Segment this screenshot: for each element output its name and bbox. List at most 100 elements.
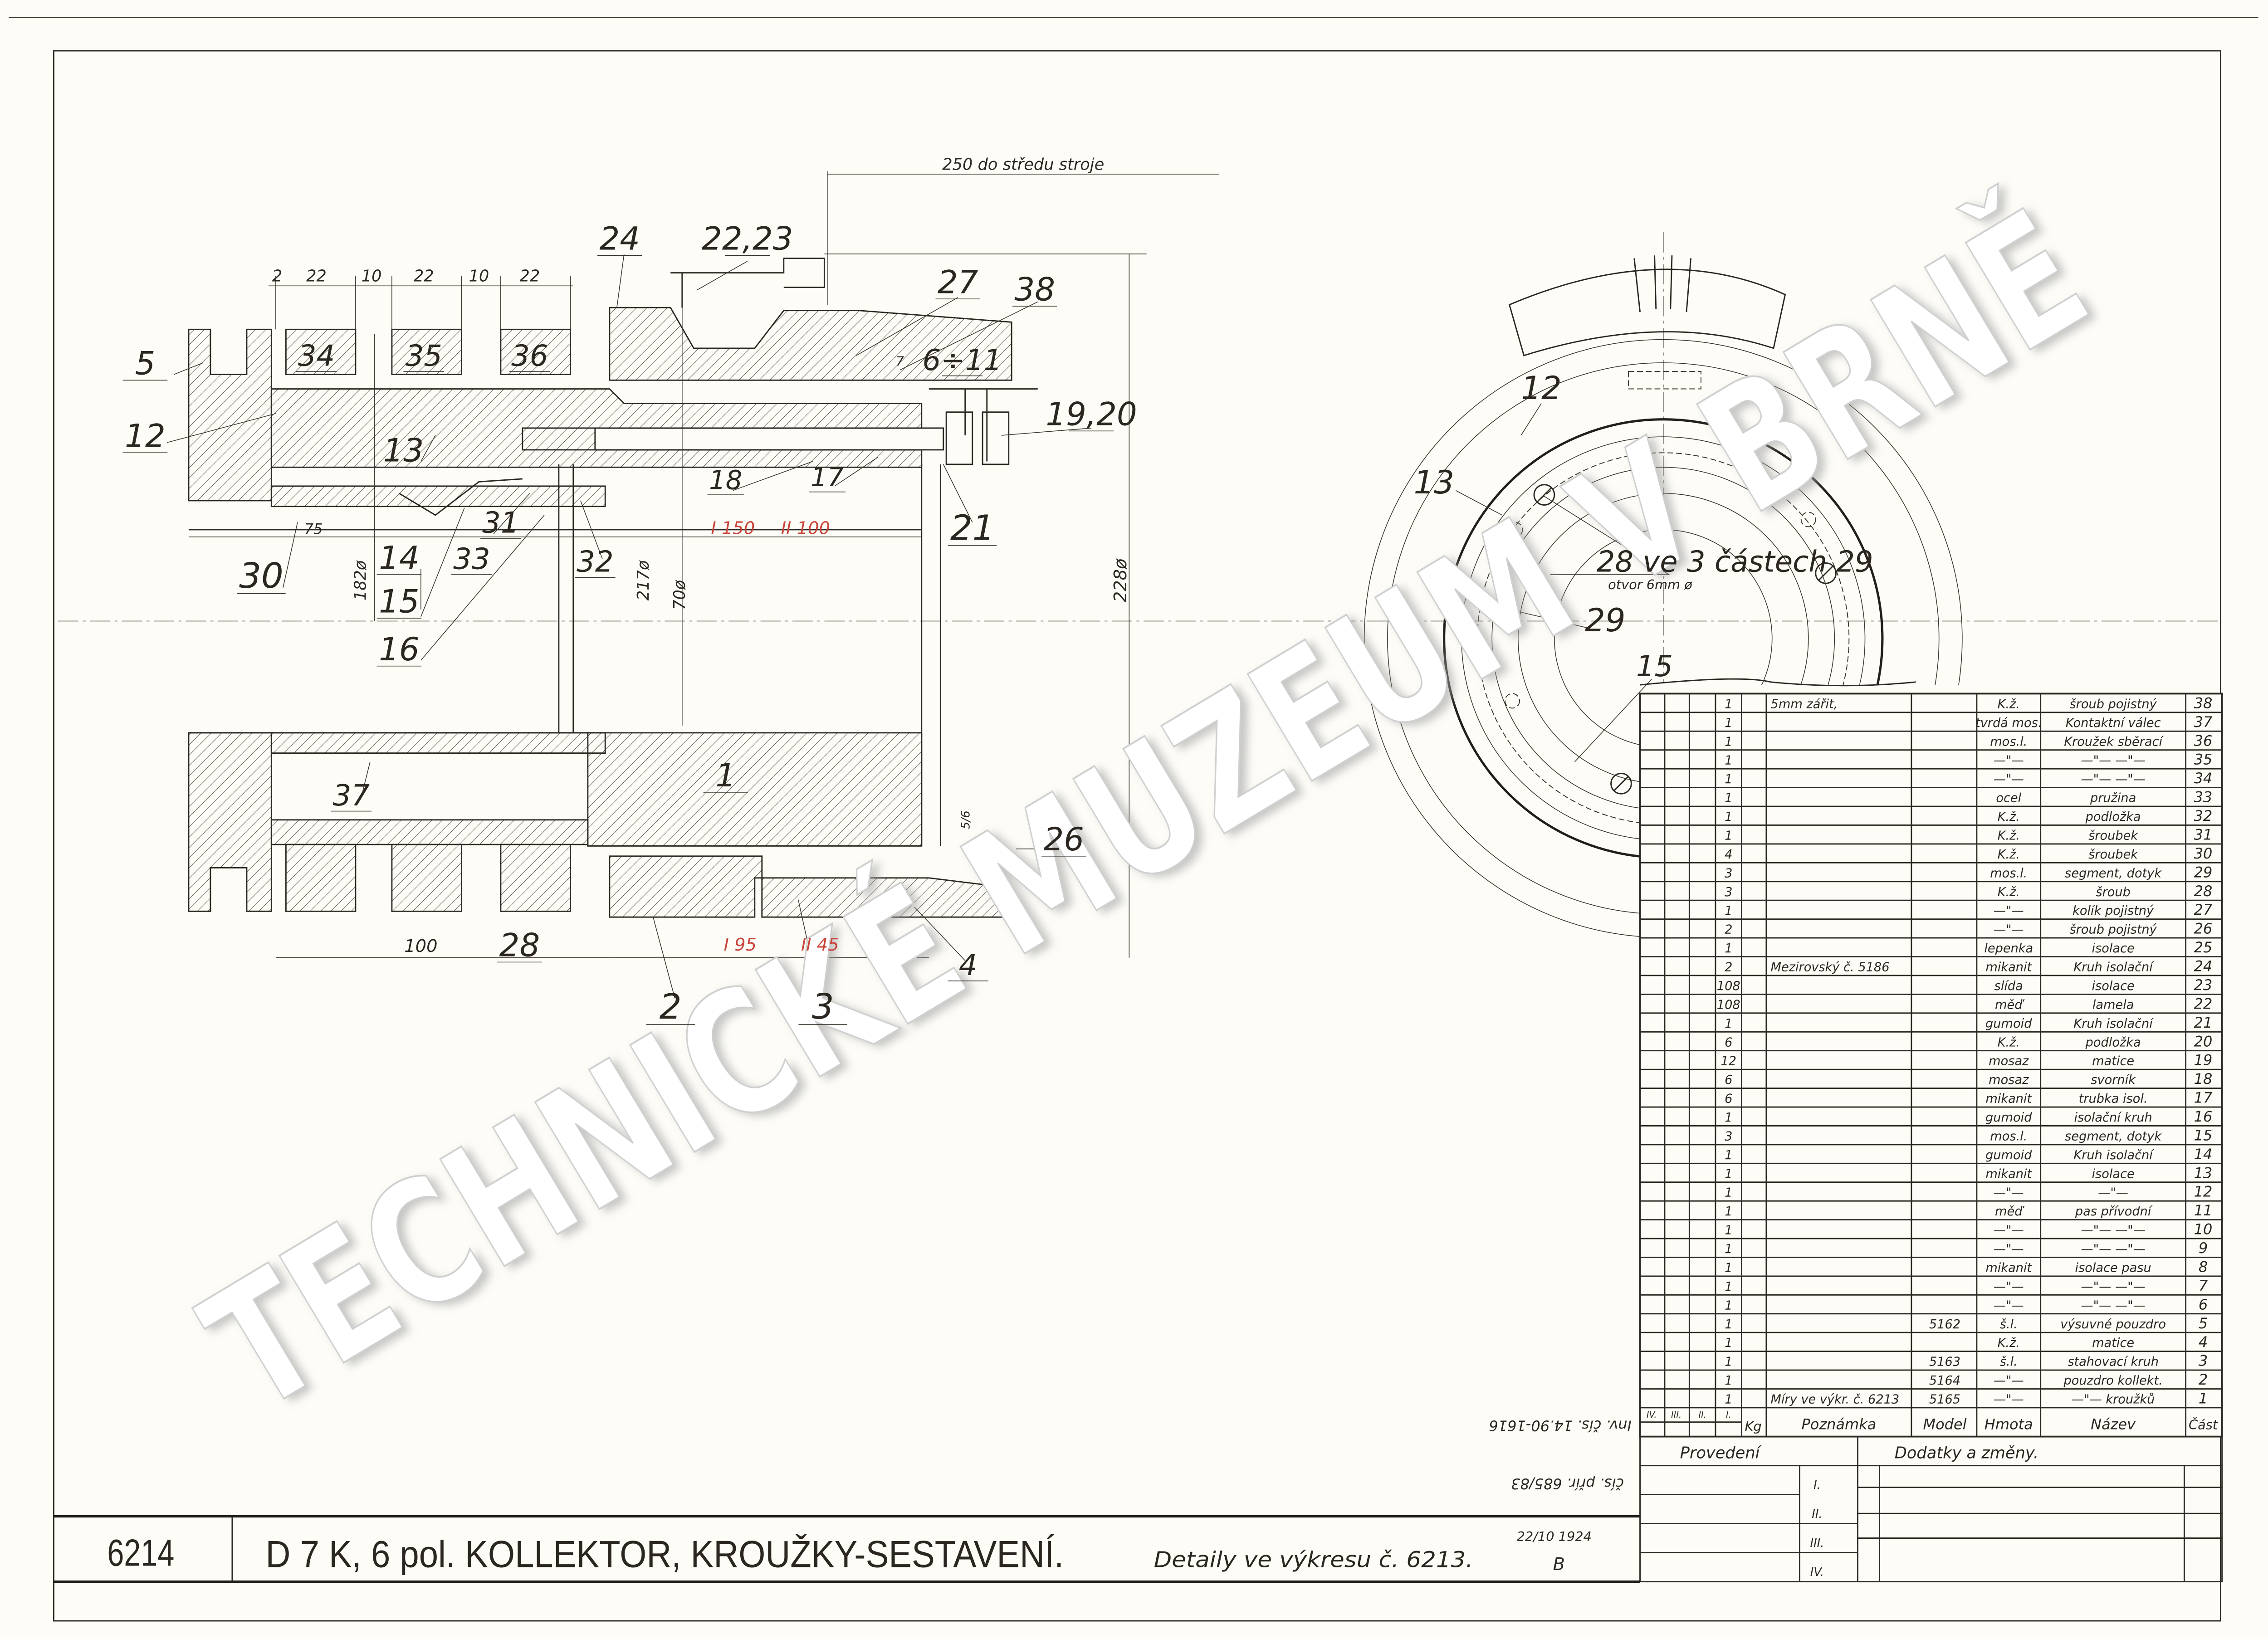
part-name: šroub pojistný xyxy=(2070,923,2157,937)
part-number: 16 xyxy=(2194,1108,2213,1125)
part-number: 31 xyxy=(2194,826,2213,843)
section-callout-label: 35 xyxy=(406,339,442,373)
part-name: lamela xyxy=(2092,998,2134,1012)
part-name: —"— —"— xyxy=(2081,1280,2145,1294)
part-number: 33 xyxy=(2194,789,2213,806)
body-part-1-bottom xyxy=(587,732,923,847)
part-material: —"— xyxy=(1994,904,2024,918)
part-material: lepenka xyxy=(1984,941,2033,956)
dimension-label: 22 xyxy=(306,267,327,286)
ring-35-bottom xyxy=(391,844,462,912)
header-variant-iii: III. xyxy=(1671,1410,1681,1420)
part-number: 21 xyxy=(2194,1014,2213,1031)
part-name: šroubek xyxy=(2088,829,2138,843)
section-callout-label: 3 xyxy=(812,987,834,1027)
part-quantity: 1 xyxy=(1725,1298,1732,1312)
part-material: š.l. xyxy=(2000,1317,2018,1332)
part-material: mikanit xyxy=(1985,1092,2032,1106)
header-variant-i: I. xyxy=(1726,1410,1731,1420)
part-material: gumoid xyxy=(1985,1111,2032,1125)
parts-list-row: 1—"——"—12 xyxy=(1640,1183,2222,1202)
part-quantity: 1 xyxy=(1725,1205,1732,1219)
drawing-number: 6214 xyxy=(107,1532,174,1574)
section-callout-label: 30 xyxy=(239,556,284,596)
section-callout-label: 13 xyxy=(383,432,424,469)
part-material: měď xyxy=(1995,1205,2025,1219)
part-quantity: 1 xyxy=(1725,1242,1732,1256)
drafter-signature: B xyxy=(1553,1554,1565,1575)
execution-label: Provedení xyxy=(1680,1444,1762,1463)
part-material: —"— xyxy=(1994,1224,2024,1238)
part-material: gumoid xyxy=(1985,1148,2032,1162)
part-name: —"— —"— xyxy=(2081,1224,2145,1238)
header-variant-iv: IV. xyxy=(1647,1410,1657,1420)
header-kg: Kg xyxy=(1745,1419,1762,1434)
part-name: isolace xyxy=(2092,979,2135,993)
nut-20 xyxy=(982,411,1010,465)
part-name: isolace pasu xyxy=(2075,1261,2151,1275)
dimension-label: 100 xyxy=(404,936,437,956)
part-name: kolík pojistný xyxy=(2072,904,2154,918)
section-callout-label: 33 xyxy=(453,542,490,576)
part-name: —"— —"— xyxy=(2081,772,2145,786)
section-callout-label: 36 xyxy=(511,339,548,373)
parts-list-row: 1—"——"— —"—35 xyxy=(1640,751,2222,770)
section-callout-label: 21 xyxy=(950,508,995,548)
front-view-callout-label: 12 xyxy=(1521,370,1562,407)
dimension-label: 10 xyxy=(469,267,489,286)
part-material: mos.l. xyxy=(1990,866,2027,880)
part-material: K.ž. xyxy=(1998,885,2020,899)
part-material: měď xyxy=(1995,998,2025,1012)
part-number: 7 xyxy=(2199,1277,2208,1294)
section-callout-label: 1 xyxy=(715,757,736,794)
section-callout-label: 2 xyxy=(660,987,682,1027)
header-variant-ii: II. xyxy=(1698,1410,1706,1420)
dimension-label: 182ø xyxy=(351,560,370,600)
revision-row-iv: IV. xyxy=(1810,1566,1824,1579)
part-number: 26 xyxy=(2194,920,2213,937)
ring-36-bottom xyxy=(500,844,571,912)
part-quantity: 108 xyxy=(1717,979,1740,993)
part-number: 15 xyxy=(2194,1127,2213,1144)
part-quantity: 108 xyxy=(1717,998,1740,1012)
parts-list-row: 1—"——"— —"—6 xyxy=(1640,1296,2222,1315)
part-quantity: 6 xyxy=(1725,1092,1732,1106)
part-number: 8 xyxy=(2199,1258,2208,1275)
part-quantity: 1 xyxy=(1725,904,1732,918)
ring-part-3 xyxy=(761,877,1012,918)
part-number: 13 xyxy=(2194,1164,2213,1181)
part-material: K.ž. xyxy=(1998,1035,2020,1049)
part-number: 6 xyxy=(2199,1296,2208,1313)
part-name: isolace xyxy=(2092,941,2135,956)
part-note: Míry ve výkr. č. 6213 xyxy=(1771,1393,1900,1407)
part-name: pružina xyxy=(2090,791,2136,805)
part-quantity: 1 xyxy=(1725,1224,1732,1238)
front-view-callout-label: 13 xyxy=(1413,464,1454,501)
part-quantity: 1 xyxy=(1725,1111,1732,1125)
part-number: 5 xyxy=(2199,1315,2208,1332)
section-callout-label: 24 xyxy=(599,220,640,257)
part-quantity: 12 xyxy=(1721,1054,1736,1068)
part-quantity: 1 xyxy=(1725,1148,1732,1162)
part-quantity: 1 xyxy=(1725,1355,1732,1369)
header-note: Poznámka xyxy=(1802,1416,1877,1433)
part-quantity: 1 xyxy=(1725,1017,1732,1031)
brush-holder-top xyxy=(1628,371,1701,390)
section-callout-label: 15 xyxy=(379,583,420,620)
part-material: —"— xyxy=(1994,1374,2024,1388)
part-material: K.ž. xyxy=(1998,697,2020,711)
part-number: 18 xyxy=(2194,1070,2213,1088)
front-view-callout-label: 15 xyxy=(1636,650,1673,683)
part-material: slída xyxy=(1994,979,2023,993)
